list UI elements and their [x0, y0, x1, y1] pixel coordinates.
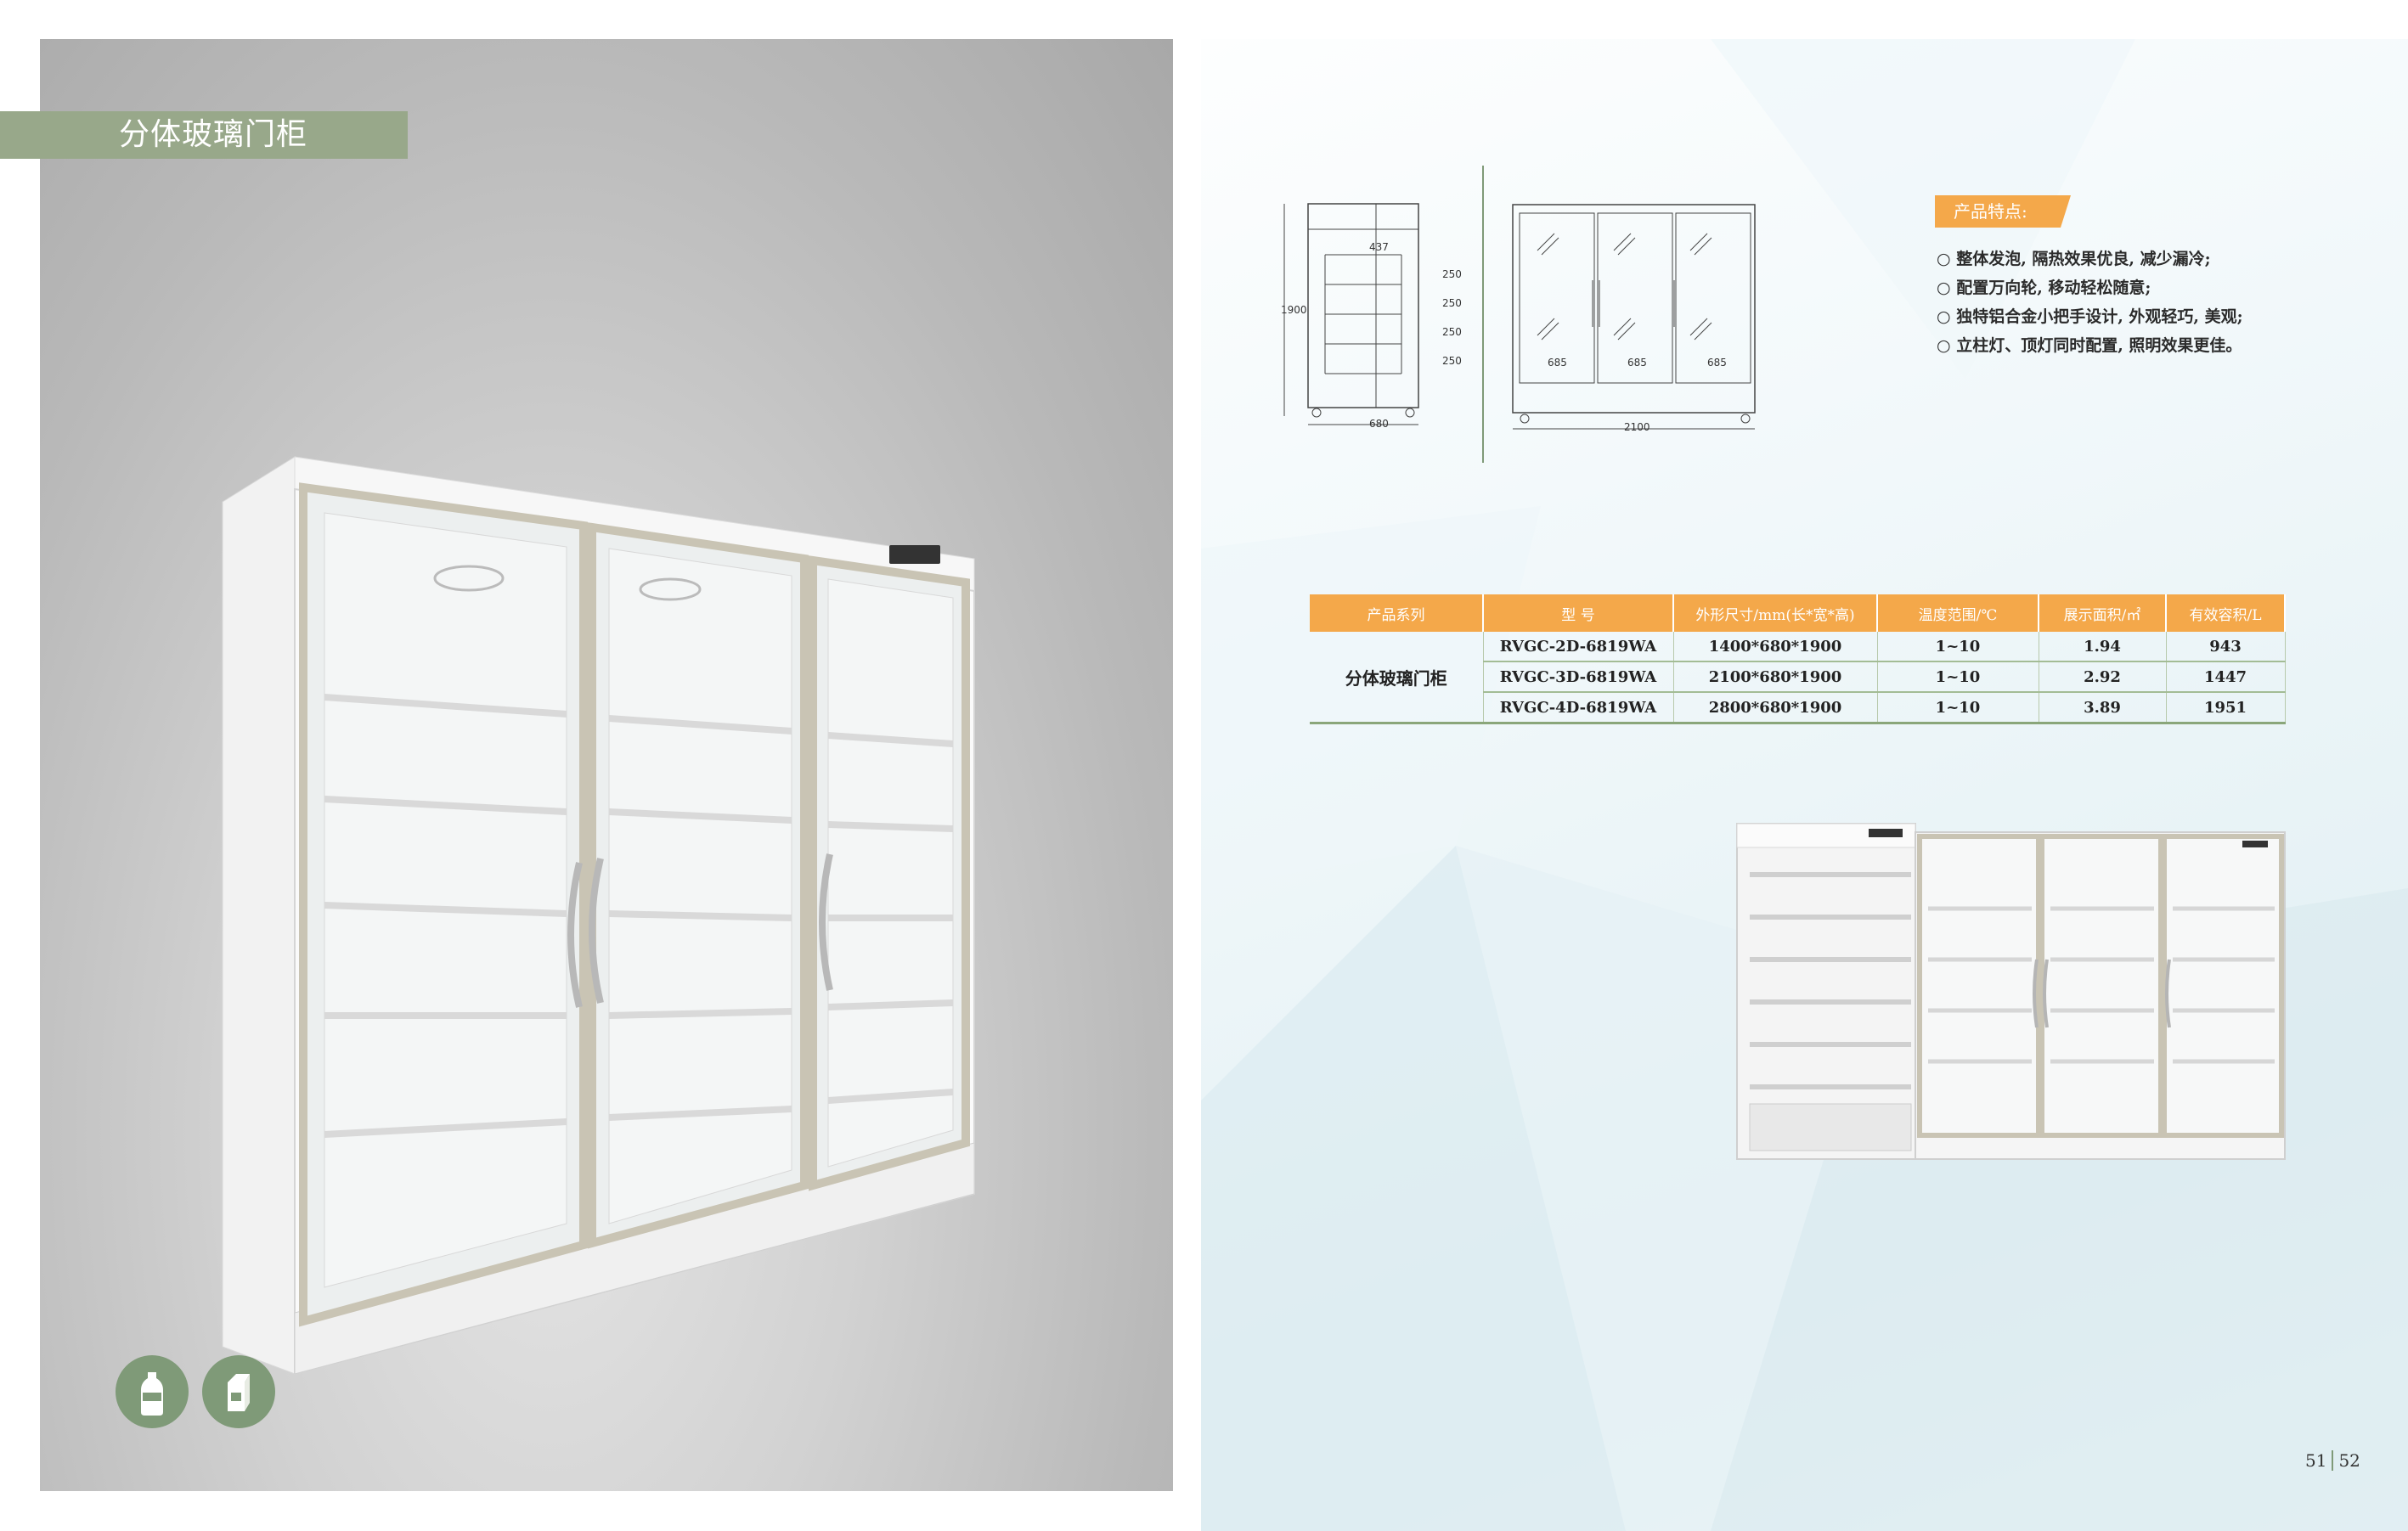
dim-door-1: 685 — [1548, 357, 1567, 369]
dim-width: 2100 — [1624, 421, 1650, 433]
cell: 1~10 — [1877, 632, 2039, 662]
cell: 1447 — [2166, 661, 2286, 693]
table-row: 分体玻璃门柜 RVGC-2D-6819WA 1400*680*1900 1~10… — [1310, 632, 2286, 724]
cell: 3.89 — [2039, 692, 2167, 724]
table-header-row: 产品系列 型 号 外形尺寸/mm(长*宽*高) 温度范围/℃ 展示面积/㎡ 有效… — [1310, 594, 2286, 632]
features-heading: 产品特点: — [1954, 201, 2027, 222]
col-volume: 有效容积/L — [2166, 594, 2286, 632]
feature-item: ○ 整体发泡, 隔热效果优良, 减少漏冷; — [1937, 250, 2211, 268]
dim-door-2: 685 — [1627, 357, 1647, 369]
cell: 1~10 — [1877, 661, 2039, 693]
cell: 2100*680*1900 — [1673, 661, 1878, 693]
cell: RVGC-4D-6819WA — [1483, 692, 1674, 724]
features-list: ○ 整体发泡, 隔热效果优良, 减少漏冷; ○ 配置万向轮, 移动轻松随意; ○… — [1937, 245, 2243, 360]
cell: 2.92 — [2039, 661, 2167, 693]
feature-item: ○ 配置万向轮, 移动轻松随意; — [1937, 279, 2151, 297]
page-title: 分体玻璃门柜 — [119, 117, 308, 152]
col-display-area: 展示面积/㎡ — [2039, 594, 2167, 632]
dim-shelf-2: 250 — [1442, 297, 1462, 309]
dim-shelf-1: 250 — [1442, 268, 1462, 280]
spec-table: 产品系列 型 号 外形尺寸/mm(长*宽*高) 温度范围/℃ 展示面积/㎡ 有效… — [1310, 594, 2286, 724]
dim-door-3: 685 — [1707, 357, 1727, 369]
dim-shelf-3: 250 — [1442, 326, 1462, 338]
cell: 1951 — [2166, 692, 2286, 724]
col-model: 型 号 — [1483, 594, 1674, 632]
front-view-drawing — [1512, 204, 1756, 430]
cell: 1400*680*1900 — [1673, 632, 1878, 662]
product-photo-panel — [40, 39, 1173, 1491]
glass-door-cabinet-image — [222, 456, 975, 1376]
series-cell: 分体玻璃门柜 — [1310, 632, 1484, 724]
title-banner — [0, 111, 408, 159]
cell: 1.94 — [2039, 632, 2167, 662]
feature-item: ○ 立柱灯、顶灯同时配置, 照明效果更佳。 — [1937, 336, 2242, 355]
combo-cabinet-image — [1736, 823, 2286, 1160]
col-series: 产品系列 — [1310, 594, 1484, 632]
cell: 943 — [2166, 632, 2286, 662]
cell: RVGC-2D-6819WA — [1483, 632, 1674, 662]
page-numbers: 51 52 — [2305, 1450, 2360, 1471]
dim-top: 437 — [1369, 241, 1389, 253]
cell: 2800*680*1900 — [1673, 692, 1878, 724]
dim-height: 1900 — [1281, 304, 1307, 316]
cell: 1~10 — [1877, 692, 2039, 724]
dim-shelf-4: 250 — [1442, 355, 1462, 367]
drawing-divider — [1482, 166, 1484, 463]
carton-icon — [202, 1355, 275, 1428]
cell: RVGC-3D-6819WA — [1483, 661, 1674, 693]
features-heading-tag — [1935, 195, 2071, 228]
page-number-divider — [2332, 1450, 2334, 1471]
dim-depth: 680 — [1369, 418, 1389, 430]
bottle-icon — [116, 1355, 189, 1428]
col-temperature: 温度范围/℃ — [1877, 594, 2039, 632]
page-number-left: 51 — [2305, 1450, 2327, 1471]
page-number-right: 52 — [2338, 1450, 2360, 1471]
feature-item: ○ 独特铝合金小把手设计, 外观轻巧, 美观; — [1937, 307, 2243, 326]
table-row: RVGC-3D-6819WA 2100*680*1900 1~10 2.92 1… — [1310, 661, 2286, 693]
table-row: RVGC-4D-6819WA 2800*680*1900 1~10 3.89 1… — [1310, 692, 2286, 724]
side-view-drawing — [1283, 203, 1419, 425]
col-dimensions: 外形尺寸/mm(长*宽*高) — [1673, 594, 1878, 632]
